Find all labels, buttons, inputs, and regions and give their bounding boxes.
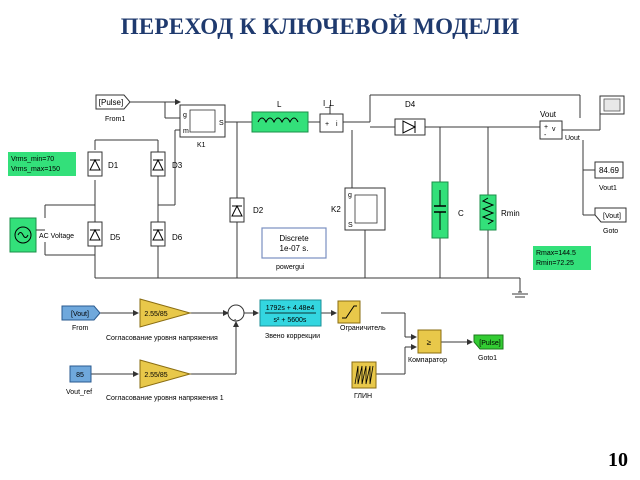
gain2-value: 2.55/85 [144, 372, 167, 379]
diode-d5[interactable]: D5 [87, 221, 121, 247]
svg-text:v: v [552, 126, 556, 133]
voltage-measurement-vout[interactable]: + v - Vout Uout [539, 110, 580, 142]
rmax-text: Rmax=144.5 [536, 250, 576, 257]
diode-d2[interactable]: D2 [229, 197, 264, 223]
ac-voltage-label: AC Voltage [39, 233, 74, 240]
const-label: Vout_ref [66, 389, 92, 396]
svg-text:+: + [544, 124, 548, 131]
inductor-l[interactable]: L [251, 100, 309, 133]
inductor-label: L [277, 100, 282, 109]
k2-switch-block[interactable]: g S K2 [331, 187, 386, 231]
control-wires [91, 310, 473, 377]
goto-label: Goto [603, 228, 618, 235]
k1-switch-block[interactable]: g m S K1 [179, 104, 226, 149]
diode-d1[interactable]: D1 [87, 151, 119, 177]
tf-label: Звено коррекции [265, 333, 320, 340]
powergui-step: 1e-07 s. [280, 244, 309, 253]
display-value: 84.69 [599, 166, 620, 175]
from1-block[interactable]: [Pulse] From1 [95, 94, 131, 123]
svg-text:i: i [336, 121, 338, 128]
gain2-label: Согласование уровня напряжения 1 [106, 395, 224, 402]
from-label: From [72, 325, 89, 332]
saturation-label: Ограничитель [340, 325, 386, 332]
goto1-tag: [Pulse] [479, 340, 500, 347]
il-label: I_L [323, 99, 335, 108]
const-value: 85 [76, 372, 84, 379]
from-vout-block[interactable]: [Vout] From [61, 305, 101, 332]
tf-denominator: s² + 5600s [274, 317, 307, 324]
svg-text:S: S [219, 120, 224, 127]
diode-d3[interactable]: D3 [150, 151, 183, 177]
goto1-label: Goto1 [478, 355, 497, 362]
vout1-label: Vout1 [599, 185, 617, 192]
comparator-label: Компаратор [408, 357, 447, 364]
vrms-max-text: Vrms_max=150 [11, 166, 60, 173]
rmin-label: Rmin [501, 209, 520, 218]
diode-d4[interactable]: D4 [394, 100, 426, 136]
glin-label: ГЛИН [354, 393, 372, 400]
display-vout1[interactable]: 84.69 Vout1 [594, 161, 624, 192]
scope-block[interactable] [599, 95, 625, 115]
powergui-mode: Discrete [279, 234, 309, 243]
d5-label: D5 [110, 233, 121, 242]
uout-label: Uout [565, 135, 580, 142]
resistor-rmin[interactable]: Rmin [479, 194, 520, 231]
d3-label: D3 [172, 161, 183, 170]
goto-vout-block[interactable]: [Vout] Goto [594, 207, 627, 235]
vout-label: Vout [540, 110, 557, 119]
rmin-text: Rmin=72.25 [536, 260, 574, 267]
svg-text:S: S [348, 222, 353, 229]
saturation-block[interactable]: Ограничитель [337, 300, 386, 332]
sum-block[interactable]: - [227, 304, 245, 324]
gain-block-2[interactable]: 2.55/85 Согласование уровня напряжения 1 [106, 359, 224, 402]
from1-tag: [Pulse] [99, 98, 123, 107]
transfer-function-block[interactable]: 1792s + 4.48e4 s² + 5600s Звено коррекци… [259, 299, 322, 340]
d1-label: D1 [108, 161, 119, 170]
comparator-symbol: ≥ [427, 338, 432, 347]
k1-label: K1 [197, 142, 206, 149]
svg-text:-: - [544, 132, 547, 139]
page-number: 10 [608, 449, 628, 471]
powergui-label: powergui [276, 264, 305, 271]
gain-block-1[interactable]: 2.55/85 Согласование уровня напряжения [106, 298, 218, 342]
svg-text:m: m [183, 128, 189, 135]
goto-tag: [Vout] [603, 213, 621, 220]
capacitor-c[interactable]: C [431, 181, 464, 239]
constant-vout-ref[interactable]: 85 Vout_ref [66, 365, 92, 396]
capacitor-label: C [458, 209, 464, 218]
powergui-block[interactable]: Discrete 1e-07 s. powergui [261, 227, 327, 271]
comparator-block[interactable]: ≥ Компаратор [408, 329, 447, 364]
d2-label: D2 [253, 206, 264, 215]
from-tag: [Vout] [71, 311, 89, 318]
current-measurement-il[interactable]: + i I_L [319, 99, 344, 133]
goto1-pulse-block[interactable]: [Pulse] Goto1 [473, 334, 504, 362]
svg-text:g: g [348, 192, 352, 199]
ac-voltage-source[interactable]: AC Voltage [9, 217, 74, 253]
d6-label: D6 [172, 233, 183, 242]
svg-text:g: g [183, 112, 187, 119]
gain1-label: Согласование уровня напряжения [106, 335, 218, 342]
gain1-value: 2.55/85 [144, 311, 167, 318]
sum-sign: - [234, 317, 237, 324]
k2-label: K2 [331, 205, 341, 214]
diode-d6[interactable]: D6 [150, 221, 183, 247]
vrms-min-text: Vrms_min=70 [11, 156, 54, 163]
slide-title: ПЕРЕХОД К КЛЮЧЕВОЙ МОДЕЛИ [120, 14, 520, 39]
power-wires [44, 94, 601, 298]
vrms-note: Vrms_min=70 Vrms_max=150 [8, 152, 76, 176]
tf-numerator: 1792s + 4.48e4 [266, 305, 315, 312]
d4-label: D4 [405, 100, 416, 109]
rload-note: Rmax=144.5 Rmin=72.25 [533, 246, 591, 270]
svg-text:+: + [325, 121, 329, 128]
sawtooth-generator[interactable]: ГЛИН [351, 361, 377, 400]
from1-label: From1 [105, 116, 125, 123]
